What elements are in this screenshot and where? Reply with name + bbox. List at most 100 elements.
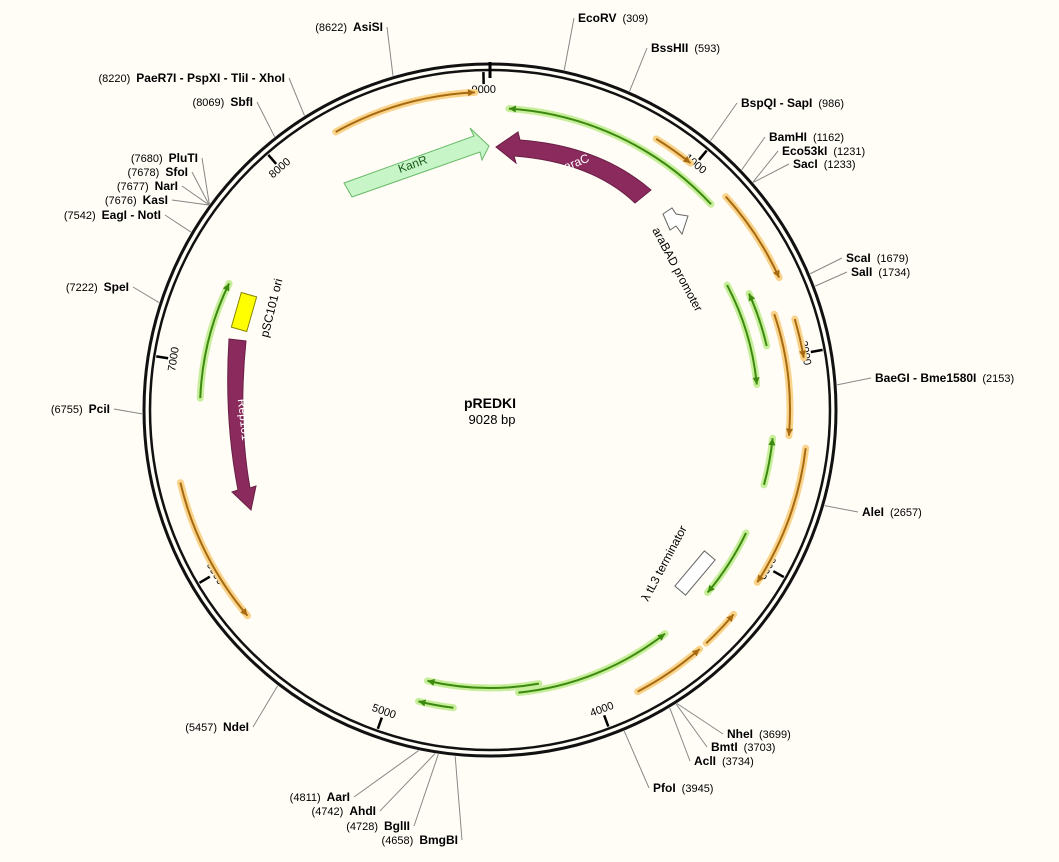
site-leader: [563, 17, 575, 71]
site-alei[interactable]: AleI(2657): [824, 505, 922, 519]
orange-orf-arrow[interactable]: [753, 444, 810, 586]
site-eagi-noti[interactable]: EagI - NotI(7542): [64, 208, 192, 233]
site-name: BglII: [384, 819, 410, 833]
site-leader: [454, 756, 463, 841]
orange-orf-arrow[interactable]: [652, 135, 694, 167]
site-position: (8069): [193, 97, 225, 109]
orf-line: [518, 632, 666, 694]
site-position: (7678): [128, 167, 160, 179]
site-name: AclI: [694, 754, 716, 768]
rep101-feature[interactable]: Rep101: [227, 338, 257, 511]
site-position: (4742): [312, 806, 344, 818]
site-leader: [288, 77, 305, 116]
arac-feature[interactable]: araC: [495, 131, 652, 204]
psc101-ori-feature[interactable]: pSC101 ori: [230, 277, 285, 339]
site-position: (1734): [878, 267, 910, 279]
site-name: SpeI: [104, 280, 129, 294]
site-paer7i-pspxi-tlii-xhoi[interactable]: PaeR7I - PspXI - TliI - XhoI(8220): [99, 71, 305, 116]
site-leader: [201, 157, 210, 205]
orf-arrowhead: [799, 350, 806, 358]
arabad-promoter-feature[interactable]: araBAD promoter: [649, 207, 706, 314]
site-ndei[interactable]: NdeI(5457): [185, 685, 279, 734]
site-asisi[interactable]: AsiSI(8622): [315, 20, 394, 76]
site-pluti[interactable]: PluTI(7680): [131, 151, 210, 205]
orange-orf-arrow[interactable]: [332, 88, 479, 136]
tl3-terminator-feature[interactable]: λ tL3 terminator: [638, 523, 716, 603]
green-orf-arrow[interactable]: [196, 279, 233, 402]
orange-orf-arrow[interactable]: [770, 310, 794, 440]
site-pfoi[interactable]: PfoI(3945): [623, 730, 713, 795]
site-spei[interactable]: SpeI (7222): [66, 280, 160, 303]
site-bmti[interactable]: BmtI(3703): [675, 703, 775, 754]
orange-orf-arrow[interactable]: [176, 479, 252, 620]
site-bsshii[interactable]: BssHII(593): [629, 41, 720, 92]
orf-line: [179, 482, 249, 617]
site-name: BspQI - SapI: [741, 96, 812, 110]
kanr-arrow: [343, 127, 490, 198]
site-saci[interactable]: SacI(1233): [753, 157, 855, 183]
green-orf-arrow[interactable]: [704, 529, 750, 597]
site-ecorv[interactable]: EcoRV (309): [563, 11, 648, 71]
orange-orf-arrow[interactable]: [722, 193, 783, 282]
site-name: SfoI: [165, 165, 188, 179]
site-name: BmgBI: [419, 833, 458, 847]
site-position: (3699): [759, 729, 791, 741]
site-position: (7222): [66, 282, 98, 294]
orange-orf-arrow[interactable]: [702, 610, 738, 647]
site-nari[interactable]: NarI(7677): [117, 179, 210, 206]
kanr-feature[interactable]: KanR: [343, 127, 490, 198]
orf-arrowhead: [726, 614, 734, 622]
site-eco53ki[interactable]: Eco53kI(1231): [752, 144, 865, 183]
green-orf-arrow[interactable]: [723, 281, 761, 388]
green-orf-arrow[interactable]: [760, 434, 777, 489]
orf-arrowhead: [467, 89, 475, 97]
tick-mark: [376, 717, 384, 730]
site-scai[interactable]: ScaI(1679): [809, 251, 909, 275]
site-name: AarI: [327, 790, 350, 804]
site-sali[interactable]: SalI(1734): [814, 265, 910, 287]
site-leader: [675, 703, 708, 748]
site-sbfi[interactable]: SbfI(8069): [193, 95, 276, 137]
site-leader: [256, 101, 276, 137]
site-bglii[interactable]: BglII(4728): [346, 753, 439, 833]
site-leader: [132, 286, 160, 303]
orange-orf-arrow[interactable]: [791, 315, 808, 362]
orf-arrowhead: [692, 649, 700, 657]
tick-mark: [772, 570, 785, 579]
site-position: (2153): [982, 373, 1014, 385]
site-leader: [836, 377, 872, 386]
site-ahdi[interactable]: AhdI(4742): [312, 753, 436, 818]
site-position: (309): [622, 13, 648, 25]
tick-mark: [602, 714, 610, 728]
orf-arrowhead: [240, 608, 248, 616]
green-orf-arrow[interactable]: [423, 677, 543, 692]
orf-line: [427, 679, 540, 689]
orf-arrowhead: [748, 293, 756, 302]
site-acli[interactable]: AclI(3734): [669, 707, 754, 768]
site-name: EcoRV: [578, 11, 616, 25]
orf-arrowhead: [508, 105, 517, 113]
site-leader: [710, 102, 738, 142]
site-kasi[interactable]: KasI(7676): [105, 193, 209, 207]
site-bamhi[interactable]: BamHI(1162): [741, 130, 844, 171]
site-pcii[interactable]: PciI(6755): [51, 402, 143, 416]
site-name: PciI: [89, 402, 110, 416]
tick-mark: [198, 575, 211, 584]
site-nhei[interactable]: NheI(3699): [676, 703, 791, 741]
site-leader: [413, 753, 439, 827]
site-position: (1679): [877, 253, 909, 265]
site-bmgbi[interactable]: BmgBI(4658): [382, 756, 463, 847]
green-orf-arrow[interactable]: [745, 290, 771, 350]
arac-arrow: [495, 131, 652, 204]
green-orf-arrow[interactable]: [514, 630, 669, 697]
orf-arrowhead: [752, 377, 760, 385]
green-orf-arrow[interactable]: [414, 697, 457, 712]
green-orf-arrow[interactable]: [505, 105, 715, 208]
site-aari[interactable]: AarI(4811): [290, 750, 419, 804]
site-bspqi-sapi[interactable]: BspQI - SapI(986): [710, 96, 844, 142]
site-position: (7542): [64, 210, 96, 222]
tick-mark: [156, 355, 169, 360]
site-sfoi[interactable]: SfoI (7678): [128, 165, 210, 205]
site-baegi-bme1580i[interactable]: BaeGI - Bme1580I(2153): [836, 371, 1014, 386]
orange-orf-arrow[interactable]: [634, 645, 704, 696]
